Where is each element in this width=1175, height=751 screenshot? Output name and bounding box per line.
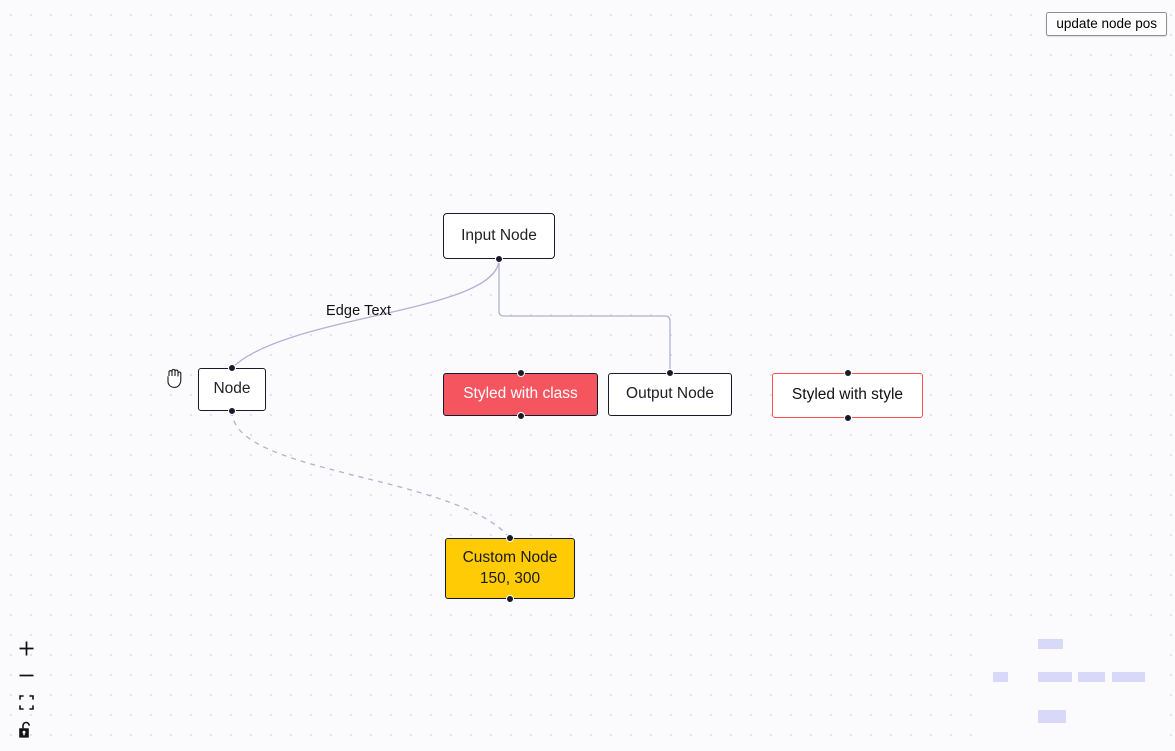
node-label: Styled with class [463,385,578,403]
target-handle[interactable] [506,534,514,542]
source-handle[interactable] [506,595,514,603]
zoom-out-button[interactable] [12,662,40,689]
update-node-pos-button[interactable]: update node pos [1046,12,1167,36]
source-handle[interactable] [516,412,525,420]
flow-controls [12,635,40,743]
grab-hand-cursor-icon [167,369,182,388]
edge-input-to-output [498,259,671,373]
target-handle[interactable] [516,369,525,377]
zoom-in-button[interactable] [12,635,40,662]
toggle-interactivity-button[interactable] [12,716,40,743]
edge-label-edge-text: Edge Text [326,303,392,319]
node-label: Styled with style [791,386,904,404]
edge-node-to-custom [231,410,511,539]
target-handle[interactable] [843,369,852,377]
node-input-node[interactable]: Input Node [443,213,555,263]
source-handle[interactable] [843,414,852,422]
node-label-line1: Custom Node [462,549,558,567]
node-label: Input Node [461,226,537,244]
fit-view-button[interactable] [12,689,40,716]
minimap-node-custom-node [1038,710,1066,723]
node-label: Node [213,380,251,398]
unlock-icon [19,721,30,738]
target-handle[interactable] [228,364,236,372]
minus-icon [19,674,33,677]
node-node[interactable]: Node [198,364,266,415]
plus-icon [19,641,33,656]
minimap-node-styled-with-class [1038,672,1072,682]
source-handle[interactable] [228,407,236,415]
minimap-node-input-node [1038,639,1063,649]
minimap-node-output-node [1078,672,1105,682]
node-output-node[interactable]: Output Node [608,369,732,416]
node-label-line2: 150, 300 [479,569,541,587]
minimap-node-node [993,672,1008,682]
minimap-node-styled-with-style [1112,672,1145,682]
node-styled-with-class[interactable]: Styled with class [443,369,598,420]
fit-view-icon [18,695,34,710]
target-handle[interactable] [666,369,674,377]
node-custom-node[interactable]: Custom Node 150, 300 [445,534,575,603]
minimap[interactable] [987,633,1165,739]
node-label: Output Node [626,385,714,403]
source-handle[interactable] [495,255,503,263]
node-styled-with-style[interactable]: Styled with style [772,369,923,422]
